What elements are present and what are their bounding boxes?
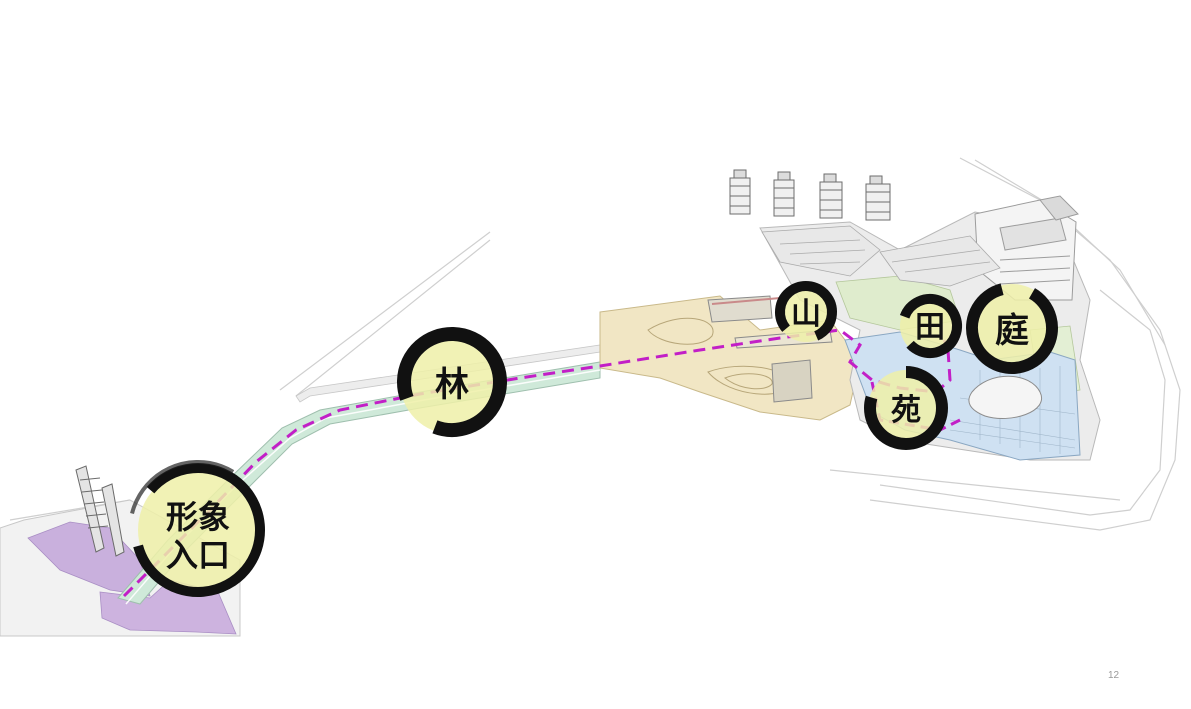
terraced-roof xyxy=(761,225,1001,287)
villa-2 xyxy=(773,171,795,217)
zone-label-field: 田 xyxy=(915,310,945,345)
zone-circle-mountain: 山 xyxy=(775,281,837,343)
zone-circle-field: 田 xyxy=(897,294,962,358)
entrance-sculpture xyxy=(75,465,125,557)
villa-4 xyxy=(865,175,891,221)
zone-label-entrance-line2: 入口 xyxy=(166,536,230,574)
villa-houses xyxy=(729,169,891,221)
tour-route-dashed xyxy=(122,328,952,598)
zone-circle-courtyard: 庭 xyxy=(966,281,1058,374)
zone-circle-garden: 苑 xyxy=(864,366,948,450)
page-number: 12 xyxy=(1108,670,1120,681)
villa-3 xyxy=(819,173,843,219)
zone-label-garden: 苑 xyxy=(891,393,921,428)
zone-label-forest: 林 xyxy=(435,365,469,405)
zone-label-entrance-line1: 形象 xyxy=(166,498,230,536)
villa-1 xyxy=(729,169,751,215)
zone-circle-entrance: 形象 入口 xyxy=(128,459,268,600)
courtyard-pond xyxy=(968,375,1043,419)
zone-circle-forest: 林 xyxy=(397,326,507,437)
zone-label-courtyard: 庭 xyxy=(995,311,1029,351)
red-wall xyxy=(711,297,781,305)
zone-label-mountain: 山 xyxy=(791,297,821,332)
